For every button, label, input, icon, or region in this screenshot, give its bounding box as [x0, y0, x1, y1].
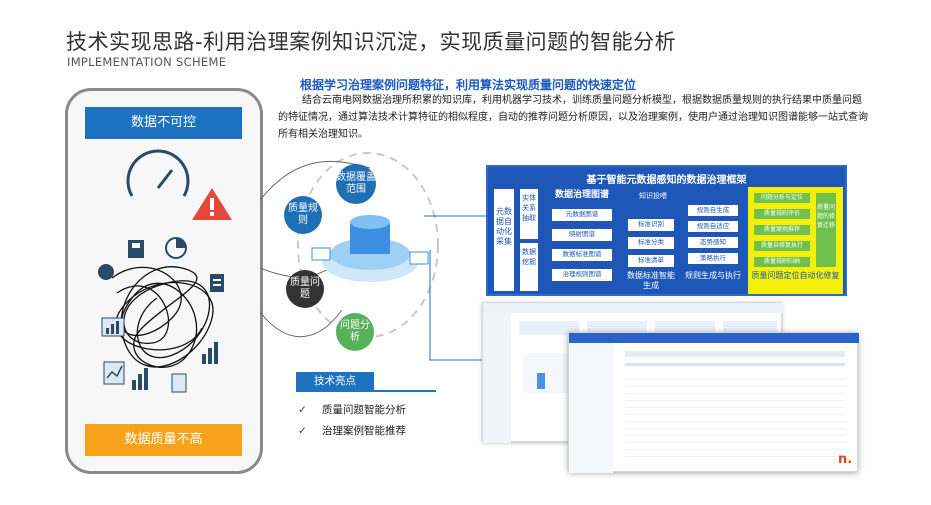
governance-framework: 基于智能元数据感知的数据治理框架 元数据自动化采集 实体关系抽取 数据挖掘 数据… [486, 165, 847, 296]
fw-standard-item: 标准清单 [628, 255, 674, 267]
fw-metadata-collection: 元数据自动化采集 [494, 189, 514, 291]
fw-rule-item: 规则自生成 [688, 205, 738, 216]
highlight-title: 技术亮点 [296, 372, 374, 390]
fw-standard-label: 数据标准智能生成 [627, 271, 675, 290]
fw-standard-item: 标准分类 [628, 237, 674, 249]
brand-text-fragment: n. [838, 452, 853, 467]
speedometer-icon [126, 149, 190, 197]
document-icon [210, 274, 224, 292]
bar-chart-icon [202, 342, 218, 364]
analysis-screenshot [568, 332, 859, 473]
fw-rule-item: 策略执行 [688, 253, 738, 264]
fw-graph-item: 治理规则图谱 [552, 269, 612, 281]
fw-data-mining: 数据挖掘 [520, 243, 538, 291]
highlight-item: ✓质量问题智能分析 [298, 400, 406, 421]
fw-quality-label: 质量问题定位自动化修复 [751, 271, 840, 280]
pie-chart-icon [165, 237, 187, 259]
page-title: 技术实现思路-利用治理案例知识沉淀，实现质量问题的智能分析 [66, 30, 677, 54]
highlight-divider [296, 390, 436, 392]
bubble-quality-issues: 质量问题 [286, 270, 324, 308]
bar-chart-icon [132, 368, 148, 390]
user-icon [98, 264, 114, 280]
bar-chart-icon [101, 317, 125, 337]
check-icon: ✓ [298, 404, 307, 416]
fw-graph-item: 元数据图谱 [552, 209, 612, 221]
save-icon [128, 240, 144, 258]
system-screenshots [482, 302, 860, 473]
fw-standard-item: 标准识别 [628, 219, 674, 231]
fw-rule-item: 规则自适应 [688, 221, 738, 232]
fw-quality-section: 问题分析与定位 质量规则评价 质量案例推荐 质量自修复执行 质量规则归纳 质量问… [748, 187, 843, 294]
banner-data-uncontrollable: 数据不可控 [85, 107, 242, 139]
fw-rule-label: 规则生成与执行 [685, 271, 741, 280]
platform-graphic [311, 215, 429, 282]
fw-quality-item: 质量规则评价 [754, 209, 810, 219]
fw-graph-item: 数据标准图谱 [552, 249, 612, 261]
bubble-issue-analysis: 问题分析 [336, 313, 374, 351]
check-icon: ✓ [298, 425, 307, 437]
fw-entity-extraction: 实体关系抽取 [520, 189, 538, 239]
tangled-lines [111, 266, 214, 368]
bubble-data-coverage: 数据覆盖范围 [336, 164, 376, 204]
banner-low-quality: 数据质量不高 [85, 424, 242, 456]
fw-quality-item: 质量自修复执行 [754, 241, 810, 251]
line-chart-icon [103, 361, 125, 385]
fw-quality-side: 质量问题的修复迁移 [816, 193, 836, 267]
fw-quality-item: 质量案例推荐 [754, 225, 810, 235]
fw-knowledge-label: 知识投喂 [639, 192, 667, 200]
fw-rule-item: 态势感知 [688, 237, 738, 248]
page-subtitle: IMPLEMENTATION SCHEME [67, 55, 227, 69]
chaos-illustration [98, 149, 232, 393]
highlight-list: ✓质量问题智能分析 ✓治理案例智能推荐 [298, 400, 406, 442]
intro-headline: 根据学习治理案例问题特征，利用算法实现质量问题的快速定位 [300, 78, 637, 92]
fw-quality-item: 问题分析与定位 [754, 193, 810, 203]
fw-quality-item: 质量规则归纳 [754, 257, 810, 267]
bubble-quality-rules: 质量规则 [284, 196, 322, 234]
warning-icon [192, 188, 232, 220]
highlight-item: ✓治理案例智能推荐 [298, 421, 406, 442]
fw-graph-item: 映射图谱 [552, 229, 612, 241]
intro-description: 结合云南电网数据治理所积累的知识库，利用机器学习技术，训练质量问题分析模型，根据… [278, 95, 868, 140]
fw-graph-title: 数据治理图谱 [554, 190, 609, 200]
document-icon [171, 373, 187, 393]
framework-title: 基于智能元数据感知的数据治理框架 [586, 175, 747, 186]
